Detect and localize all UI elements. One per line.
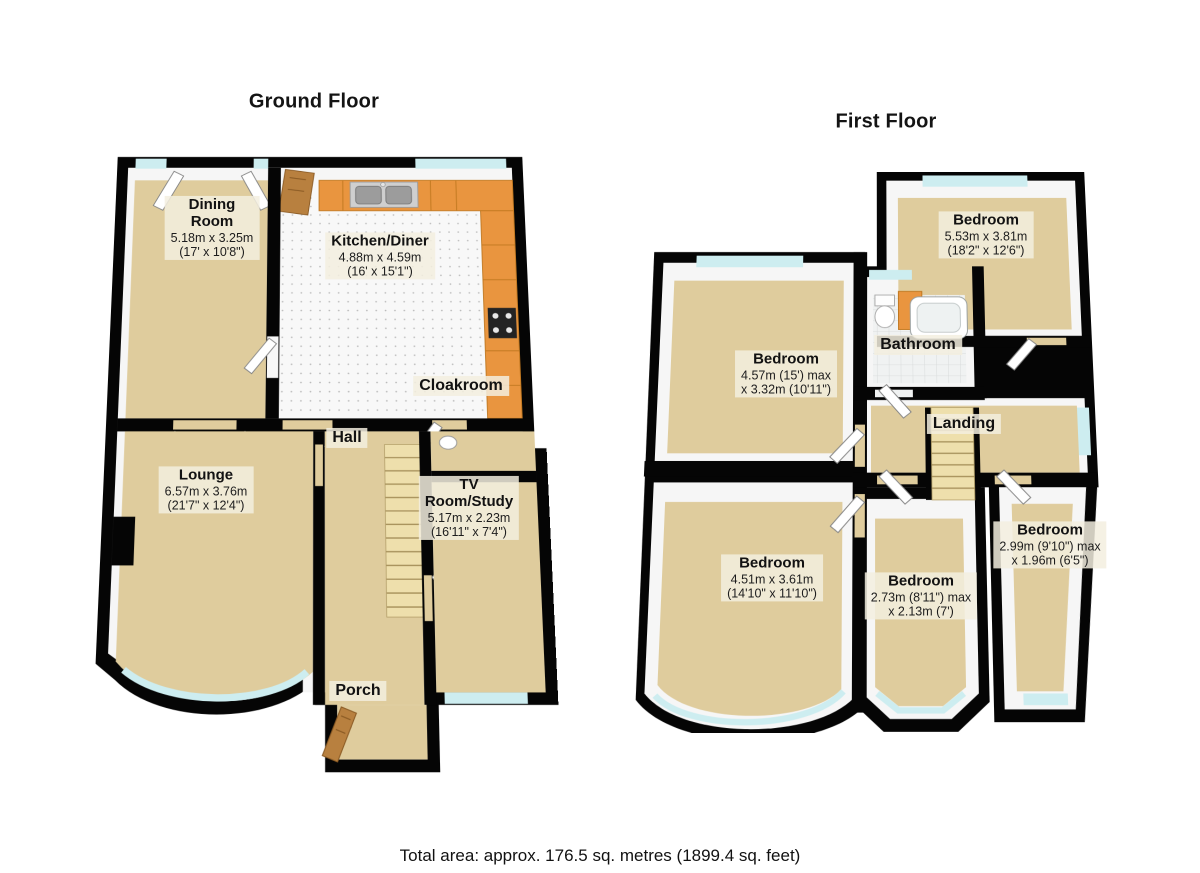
cloakroom-floor xyxy=(430,431,536,471)
lounge-hall-door-gap xyxy=(315,444,323,487)
kitchen-hob xyxy=(487,307,517,339)
bedroom-front-right-name: Bedroom xyxy=(1017,521,1083,539)
lounge-dims: 6.57m x 3.76m (21'7" x 12'4") xyxy=(164,484,248,513)
wardrobe xyxy=(898,291,922,329)
dining-room-dims: 5.18m x 3.25m (17' x 10'8") xyxy=(170,230,254,259)
bedroom-rear-dims: 5.53m x 3.81m (18'2" x 12'6") xyxy=(944,229,1028,258)
bathroom-topbed-wall xyxy=(972,266,987,399)
tv-room-study-name: TV Room/Study xyxy=(424,475,514,510)
landing-bottom-wall xyxy=(852,472,1099,488)
landing-name: Landing xyxy=(932,414,996,432)
room-label-bedroom-front-mid: Bedroom 2.73m (8'11") max x 2.13m (7') xyxy=(864,572,978,620)
bedroom-left-door-gap xyxy=(854,424,865,467)
bedroom-left-dims: 4.57m (15') max x 3.32m (10'11") xyxy=(741,368,831,397)
bedroom-front-right-window xyxy=(1023,693,1069,706)
first-floor-plan-svg xyxy=(631,172,1110,733)
dining-window-2 xyxy=(253,158,269,169)
tv-door-gap xyxy=(423,575,433,622)
bedroom-left-name: Bedroom xyxy=(753,350,819,368)
cloakroom-tv-wall xyxy=(431,470,537,483)
total-area-text: Total area: approx. 176.5 sq. metres (18… xyxy=(399,846,801,865)
kitchen-wood-door xyxy=(279,169,315,214)
bathtub xyxy=(910,297,967,339)
dining-room-name: Dining Room xyxy=(188,195,236,230)
dining-kitchen-door-gap xyxy=(266,336,279,378)
room-label-cloakroom: Cloakroom xyxy=(413,375,509,397)
lounge-chimney-breast xyxy=(111,516,136,566)
bedroom-front-right-dims: 2.99m (9'10") max x 1.96m (6'5") xyxy=(999,539,1101,568)
cloakroom-sink xyxy=(439,436,457,449)
kitchen-sink xyxy=(350,182,418,207)
room-label-bedroom-front-right: Bedroom 2.99m (9'10") max x 1.96m (6'5") xyxy=(993,521,1107,569)
bedroom-front-left-dims: 4.51m x 3.61m (14'10" x 11'10") xyxy=(727,572,817,601)
lounge-name: Lounge xyxy=(178,466,234,484)
first-floor-title: First Floor xyxy=(835,110,937,133)
lounge-hall-wall xyxy=(312,431,326,705)
bedroom-front-left-floor xyxy=(656,501,843,716)
ground-floor-title: Ground Floor xyxy=(248,90,380,113)
kitchen-diner-dims: 4.88m x 4.59m (16' x 15'1") xyxy=(338,250,422,279)
ground-stairs xyxy=(385,444,425,617)
landing-stairs-wall-left xyxy=(924,407,933,500)
landing-window xyxy=(1076,407,1092,456)
room-label-bathroom: Bathroom xyxy=(874,334,962,356)
porch-name: Porch xyxy=(335,681,381,699)
room-label-landing: Landing xyxy=(926,413,1002,435)
bedroom-front-mid-dims: 2.73m (8'11") max x 2.13m (7') xyxy=(870,590,972,619)
room-label-bedroom-rear: Bedroom 5.53m x 3.81m (18'2" x 12'6") xyxy=(938,211,1034,259)
cloakroom-name: Cloakroom xyxy=(419,376,503,394)
hall-kitchen-opening xyxy=(282,420,333,430)
room-label-bedroom-left: Bedroom 4.57m (15') max x 3.32m (10'11") xyxy=(735,350,837,398)
room-label-dining-room: Dining Room 5.18m x 3.25m (17' x 10'8") xyxy=(164,195,260,261)
cloakroom-door-gap xyxy=(432,420,467,430)
ground-floor-plan xyxy=(78,152,562,778)
bathroom-name: Bathroom xyxy=(880,335,956,353)
hall-name: Hall xyxy=(332,428,362,446)
room-label-tv-room-study: TV Room/Study 5.17m x 2.23m (16'11" x 7'… xyxy=(418,475,520,541)
bathroom-window xyxy=(869,269,912,280)
bedroom-left-window xyxy=(696,255,804,268)
bathroom-bottom-wall xyxy=(853,386,985,401)
ground-floor-plan-svg xyxy=(90,156,562,773)
kitchen-diner-name: Kitchen/Diner xyxy=(331,232,429,250)
kitchen-counter-right xyxy=(481,211,523,419)
room-label-bedroom-front-left: Bedroom 4.51m x 3.61m (14'10" x 11'10") xyxy=(721,554,823,602)
bedroom-rear-name: Bedroom xyxy=(953,211,1019,229)
bedroom-front-mid-name: Bedroom xyxy=(888,572,954,590)
room-label-lounge: Lounge 6.57m x 3.76m (21'7" x 12'4") xyxy=(158,466,254,514)
room-label-hall: Hall xyxy=(326,427,368,449)
dining-window xyxy=(135,158,167,169)
landing-floor xyxy=(870,405,1080,473)
bedroom-front-left-name: Bedroom xyxy=(739,554,805,572)
room-label-kitchen-diner: Kitchen/Diner 4.88m x 4.59m (16' x 15'1"… xyxy=(325,232,435,280)
left-bedrooms-divider-wall xyxy=(643,461,865,477)
bedroom-rear-window xyxy=(922,175,1028,187)
bedroom-rear-door-gap xyxy=(1026,337,1067,346)
tv-room-study-dims: 5.17m x 2.23m (16'11" x 7'4") xyxy=(427,510,511,539)
toilet xyxy=(875,295,895,328)
room-label-porch: Porch xyxy=(329,680,387,702)
kitchen-window xyxy=(415,158,507,169)
lounge-doors-gap xyxy=(173,420,237,430)
tv-room-window xyxy=(444,692,528,704)
first-floor-plan xyxy=(609,172,1137,733)
center-vertical-wall xyxy=(851,252,868,713)
